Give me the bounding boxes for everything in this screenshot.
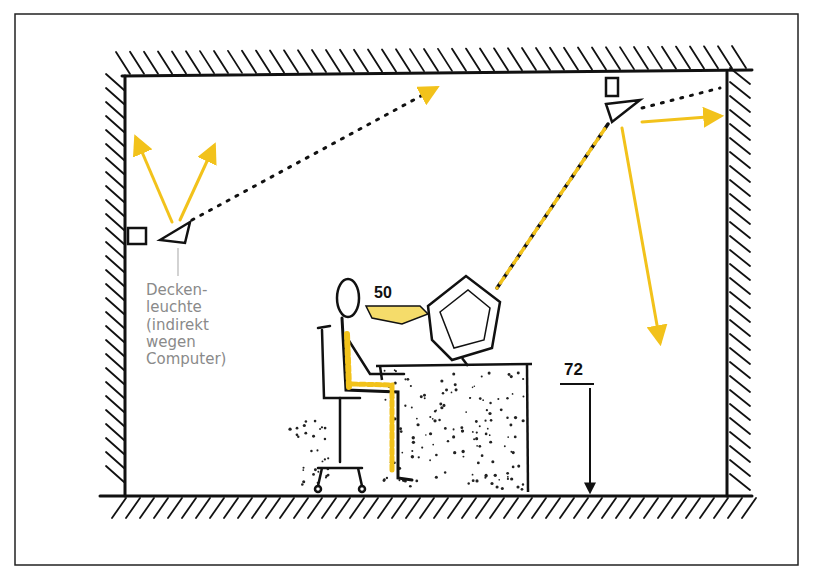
person-on-chair bbox=[315, 279, 412, 492]
hatched-walls bbox=[100, 46, 756, 518]
desk bbox=[288, 364, 532, 492]
dimension-value: 50 bbox=[374, 284, 392, 302]
right-lamp bbox=[606, 78, 640, 122]
leader-line bbox=[177, 248, 178, 276]
monitor bbox=[428, 276, 500, 366]
dimension-line bbox=[560, 384, 594, 492]
view-zone bbox=[366, 306, 428, 324]
lamp-note: Decken- leuchte (indirekt wegen Computer… bbox=[146, 282, 228, 368]
light-rays bbox=[136, 88, 720, 342]
dimension-value: 72 bbox=[564, 360, 583, 380]
left-lamp bbox=[128, 222, 190, 244]
frame bbox=[15, 14, 798, 565]
